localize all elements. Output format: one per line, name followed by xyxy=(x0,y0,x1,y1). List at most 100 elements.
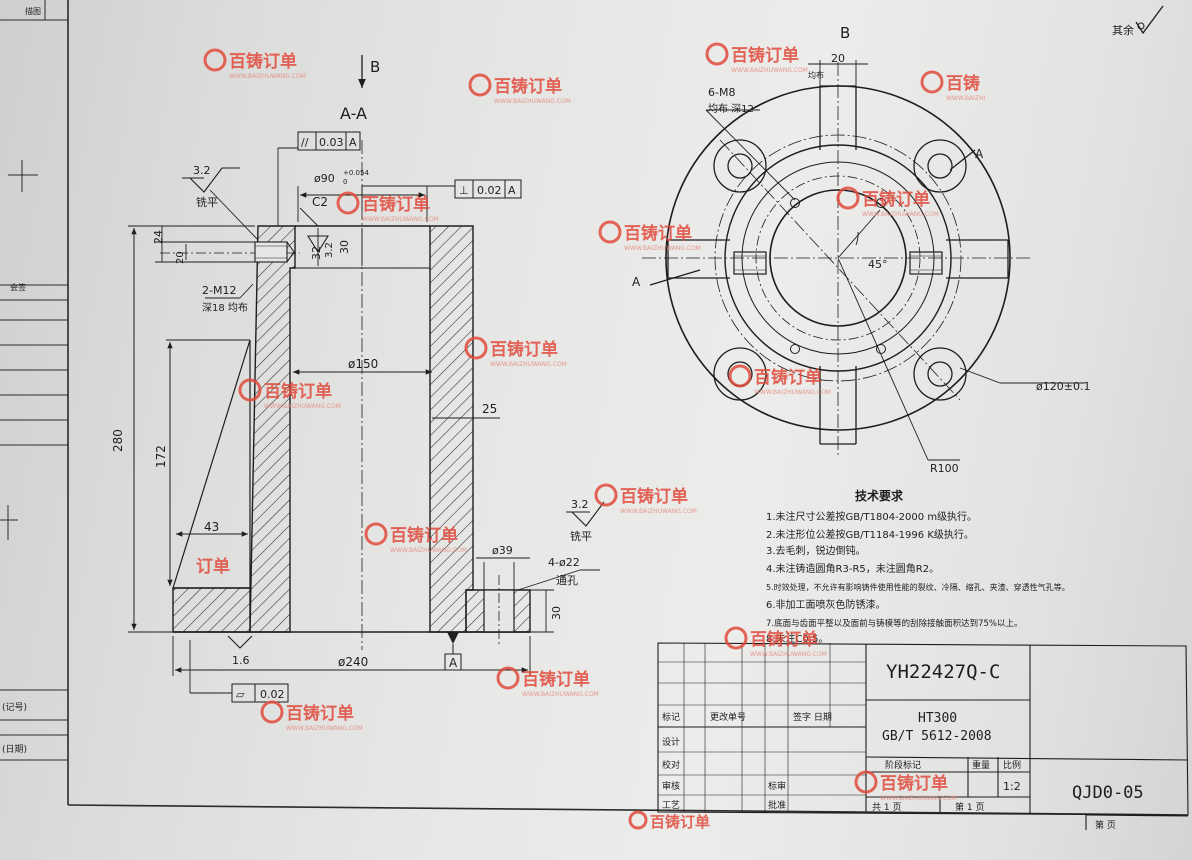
finish-note-1: 铣平 xyxy=(196,195,218,209)
section-marker-left: A xyxy=(632,275,641,289)
section-view: B A-A xyxy=(111,55,605,703)
tb-check: 校对 xyxy=(662,759,680,771)
watermark-url: WWW.BAIZHUWANG.COM xyxy=(494,98,571,105)
rib xyxy=(172,339,251,589)
perp-datum: A xyxy=(508,184,516,197)
view-arrow-b: B xyxy=(370,58,380,76)
roughness-1: 3.2 xyxy=(193,164,211,177)
dim-thread-side-depth: 深18 均布 xyxy=(202,302,248,314)
section-title: A-A xyxy=(340,104,367,123)
watermarks: 百铸订单 WWW.BAIZHUWANG.COM 百铸订单 WWW.BAIZHUW… xyxy=(196,42,986,831)
tb-sign-date: 签字 日期 xyxy=(793,711,832,723)
watermark-url: WWW.BAIZHUWANG.COM xyxy=(620,508,697,515)
dim-30-flange: 30 xyxy=(550,606,563,620)
left-flange xyxy=(172,587,251,633)
perp-value: 0.02 xyxy=(477,184,502,197)
watermark-logo-icon xyxy=(705,42,729,66)
dim-thread-side: 2-M12 xyxy=(202,284,236,297)
tech-title: 技术要求 xyxy=(855,488,904,503)
dim-bore-tol: +0.054 xyxy=(343,169,369,177)
watermark-logo-icon xyxy=(728,364,752,388)
roughness-4: 1.6 xyxy=(232,654,250,667)
tb-stage: 阶段标记 xyxy=(885,759,921,771)
watermark-url: WWW.BAIZHUWANG.COM xyxy=(754,389,831,396)
dim-43: 43 xyxy=(204,520,219,534)
tb-standardize: 标审 xyxy=(768,780,786,792)
watermark-logo-icon xyxy=(336,191,360,215)
material: HT300 xyxy=(918,711,957,726)
top-angle: 45° xyxy=(868,258,888,271)
tb-bottom: 第 页 xyxy=(1095,819,1116,831)
dim-bore: ø90 xyxy=(314,172,335,185)
dim-bore-tol-low: 0 xyxy=(343,178,347,186)
dim-24: 24 xyxy=(152,230,165,244)
watermark-brand: 百铸订单 xyxy=(862,189,930,210)
tb-change: 更改单号 xyxy=(710,711,746,723)
watermark-url: WWW.BAIZHUWANG.COM xyxy=(731,67,808,74)
watermark-brand: 百铸订单 xyxy=(264,381,332,402)
left-wall xyxy=(249,225,296,633)
watermark-brand: 百铸订单 xyxy=(522,669,590,690)
watermark-url: WWW.BAIZHUWANG.COM xyxy=(229,73,306,80)
top-pcd: ø120±0.1 xyxy=(1036,380,1090,393)
roughness-circle-icon xyxy=(1137,22,1145,30)
top-thread: 6-M8 xyxy=(708,86,735,99)
watermark-logo-icon xyxy=(468,73,492,97)
view-b-label: B xyxy=(840,24,850,42)
watermark-url: WWW.BAIZHUWANG.COM xyxy=(390,547,467,554)
dim-30: 30 xyxy=(338,240,351,254)
title-block xyxy=(657,642,1189,830)
parallel-symbol: // xyxy=(301,136,309,149)
top-radius: R100 xyxy=(930,462,959,475)
top-thread-note: 均布 深12 xyxy=(708,103,754,115)
dim-holes: 4-ø22 xyxy=(548,556,580,569)
flatness-symbol: ▱ xyxy=(236,688,245,701)
perp-symbol: ⊥ xyxy=(459,184,469,197)
top-dim-20-note: 均布 xyxy=(808,70,824,80)
margin-label-1: 描图 xyxy=(25,6,41,16)
tech-requirements: 技术要求 1.未注尺寸公差按GB/T1804-2000 m级执行。 2.未注形位… xyxy=(766,488,1070,645)
watermark-brand: 百铸订单 xyxy=(750,629,818,650)
watermark-brand: 百铸订单 xyxy=(286,703,354,724)
margin-label-4: (日期) xyxy=(2,744,27,755)
top-view: B xyxy=(632,24,1090,475)
watermark-brand: 百铸订单 xyxy=(390,525,458,546)
watermark-logo-icon xyxy=(464,336,488,360)
dim-20: 20 xyxy=(175,251,186,264)
watermark-brand: 百铸订单 xyxy=(754,367,822,388)
watermark-brand: 百铸订单 xyxy=(362,194,430,215)
dim-chamfer: C2 xyxy=(312,195,328,209)
tech-item-2: 2.未注形位公差按GB/T1184-1996 K级执行。 xyxy=(766,528,974,541)
watermark-url: WWW.BAIZHUWANG.COM xyxy=(490,361,567,368)
watermark-brand: 百铸订单 xyxy=(229,51,297,72)
margin-label-3: (记号) xyxy=(2,702,27,713)
material-standard: GB/T 5612-2008 xyxy=(882,729,992,744)
tb-weight: 重量 xyxy=(972,759,990,771)
flatness-value: 0.02 xyxy=(260,688,285,701)
dim-flange: ø240 xyxy=(338,655,368,669)
finish-note-2: 铣平 xyxy=(570,529,592,543)
watermark-brand: 百铸订单 xyxy=(624,223,692,244)
watermark-logo-icon xyxy=(496,666,520,690)
watermark-url: WWW.BAIZHUWANG.COM xyxy=(286,725,363,732)
watermark-brand: 百铸订单 xyxy=(731,45,799,66)
drawing-number: YH22427Q-C xyxy=(886,661,1000,683)
watermark-logo-icon xyxy=(598,220,622,244)
watermark-brand-short: 百铸 xyxy=(946,73,980,94)
roughness-2: 3.2 xyxy=(571,498,589,511)
watermark-brand: 百铸订单 xyxy=(620,486,688,507)
tb-design: 设计 xyxy=(662,736,680,748)
tech-item-3: 3.去毛刺，锐边倒钝。 xyxy=(766,544,866,557)
dim-inner: ø150 xyxy=(348,357,378,371)
tech-item-8: 8.未注C0.5。 xyxy=(766,632,828,645)
tb-process: 工艺 xyxy=(662,800,680,811)
margin-label-2: 会签 xyxy=(10,282,26,292)
watermark-url: WWW.BAIZHUWANG.COM xyxy=(264,403,341,410)
watermark-brand: 百铸订单 xyxy=(650,813,710,831)
watermark-url: WWW.BAIZHUWANG.COM xyxy=(522,691,599,698)
parallel-value: 0.03 xyxy=(319,136,344,149)
tb-scale-value: 1:2 xyxy=(1003,780,1021,793)
watermark-logo-icon xyxy=(920,70,944,94)
tb-sheet-no: 第 1 页 xyxy=(955,801,984,813)
dim-32: 32 xyxy=(310,246,323,260)
